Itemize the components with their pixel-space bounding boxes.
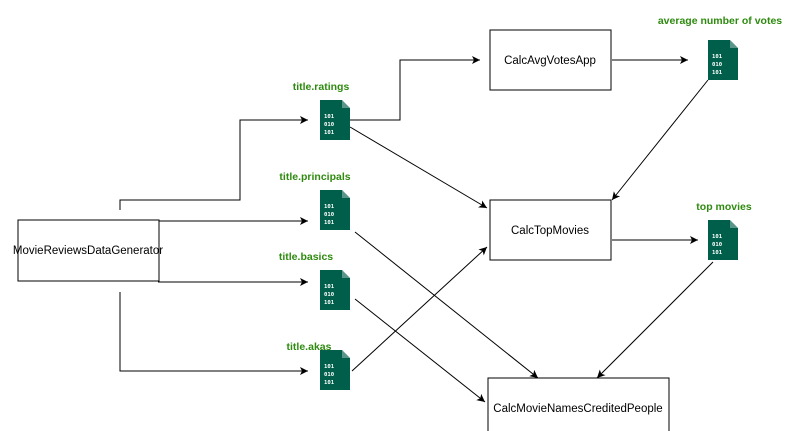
svg-text:101: 101 xyxy=(324,130,335,136)
svg-text:101: 101 xyxy=(324,284,335,290)
topic-top-movies-output-label: top movies xyxy=(696,201,752,213)
topic-avg-votes-output-label: average number of votes xyxy=(658,15,782,27)
svg-text:101: 101 xyxy=(712,70,723,76)
process-avg-votes-label: CalcAvgVotesApp xyxy=(504,55,596,67)
edge-ratings-to-avgvotes xyxy=(350,56,480,121)
topic-principals-label: title.principals xyxy=(279,171,350,183)
binary-file-icon: 101 010 101 xyxy=(320,350,350,390)
svg-text:101: 101 xyxy=(712,54,723,60)
svg-text:010: 010 xyxy=(324,212,335,218)
binary-file-icon: 101 010 101 xyxy=(708,40,738,80)
binary-file-icon: 101 010 101 xyxy=(708,220,738,260)
svg-text:101: 101 xyxy=(324,364,335,370)
binary-file-icon: 101 010 101 xyxy=(320,270,350,310)
topic-basics[interactable]: title.basics 101 010 101 xyxy=(279,251,350,310)
edge-avgout-to-topmovies xyxy=(611,79,709,201)
edge-ratings-to-topmovies xyxy=(349,126,488,209)
process-generator-label: MovieReviewsDataGenerator xyxy=(13,245,163,257)
process-top-movies-label: CalcTopMovies xyxy=(511,225,589,237)
svg-text:101: 101 xyxy=(712,234,723,240)
topic-top-movies-output[interactable]: top movies 101 010 101 xyxy=(696,201,752,260)
binary-file-icon: 101 010 101 xyxy=(320,100,350,140)
process-top-movies[interactable]: CalcTopMovies xyxy=(489,199,612,261)
topic-basics-label: title.basics xyxy=(279,251,333,263)
topic-principals[interactable]: title.principals 101 010 101 xyxy=(279,171,351,230)
edge-akas-to-topmovies xyxy=(351,246,488,372)
edge-principals-to-credited xyxy=(354,231,539,379)
process-generator[interactable]: MovieReviewsDataGenerator xyxy=(13,219,163,282)
svg-text:101: 101 xyxy=(324,114,335,120)
process-credited-people[interactable]: CalcMovieNamesCreditedPeople xyxy=(487,377,670,431)
svg-text:010: 010 xyxy=(712,62,723,68)
svg-text:101: 101 xyxy=(324,300,335,306)
process-avg-votes[interactable]: CalcAvgVotesApp xyxy=(489,29,612,91)
connectors xyxy=(119,56,714,403)
topic-akas[interactable]: title.akas 101 010 101 xyxy=(287,341,350,390)
edge-generator-to-ratings xyxy=(119,116,308,210)
svg-text:010: 010 xyxy=(324,122,335,128)
edge-basics-to-credited xyxy=(354,298,486,403)
svg-text:010: 010 xyxy=(712,242,723,248)
edge-topout-to-credited xyxy=(596,261,714,379)
svg-text:101: 101 xyxy=(324,204,335,210)
process-credited-people-label: CalcMovieNamesCreditedPeople xyxy=(493,403,662,415)
edge-generator-to-akas xyxy=(119,292,308,375)
svg-text:010: 010 xyxy=(324,292,335,298)
topic-ratings-label: title.ratings xyxy=(293,81,350,93)
svg-text:101: 101 xyxy=(324,220,335,226)
binary-file-icon: 101 010 101 xyxy=(320,190,350,230)
svg-text:101: 101 xyxy=(712,250,723,256)
svg-text:010: 010 xyxy=(324,372,335,378)
topic-avg-votes-output[interactable]: average number of votes 101 010 101 xyxy=(658,15,782,80)
svg-text:101: 101 xyxy=(324,380,335,386)
topic-ratings[interactable]: title.ratings 101 010 101 xyxy=(293,81,350,140)
